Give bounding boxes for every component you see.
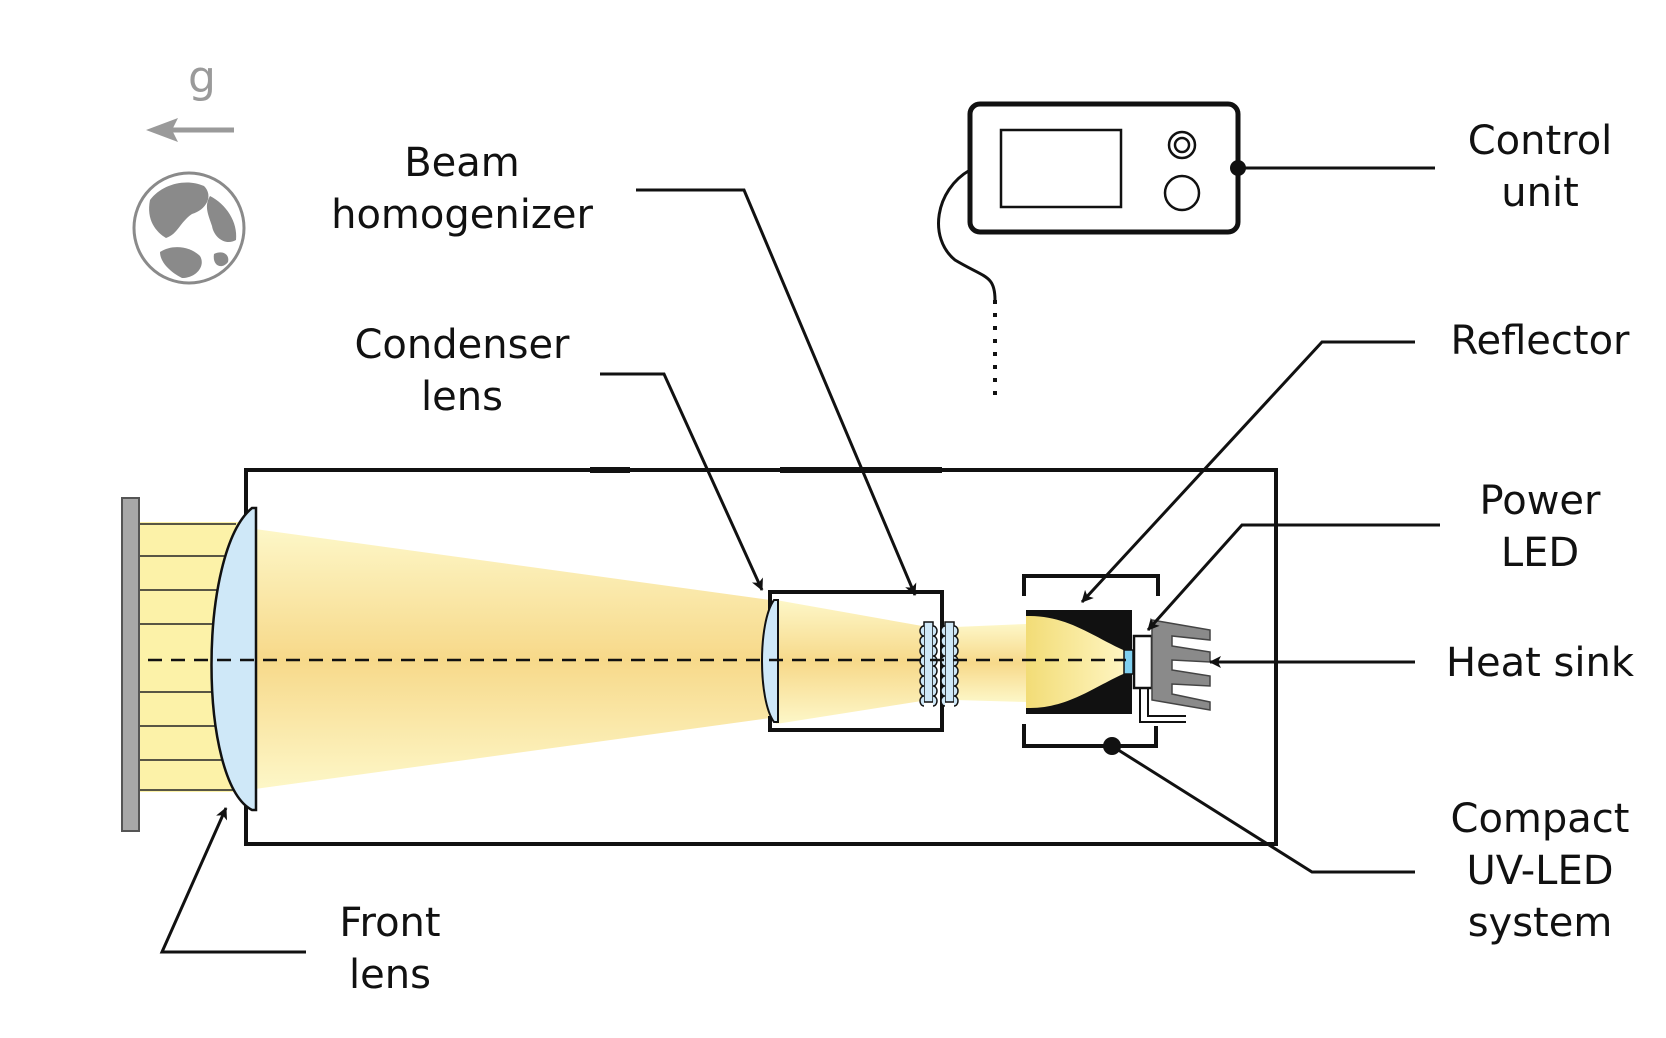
label-condenser-line1: Condenser <box>355 322 571 368</box>
label-reflector: Reflector <box>1450 318 1630 364</box>
beam-homogenizer-leader <box>636 188 917 596</box>
label-front-lens-line2: lens <box>349 952 431 998</box>
gravity-arrow-head <box>146 118 178 142</box>
label-heat-sink: Heat sink <box>1446 640 1635 686</box>
label-front-lens: Front lens <box>339 900 440 998</box>
condenser-lens-leader <box>600 372 764 591</box>
label-beam-line1: Beam <box>404 140 520 186</box>
label-compact-uv-led-system: Compact UV-LED system <box>1451 796 1630 946</box>
reflector-leader <box>1080 340 1415 604</box>
label-led-line2: LED <box>1501 530 1579 576</box>
reflector-cavity <box>1026 616 1128 708</box>
uv-led-system-leader <box>1111 744 1415 874</box>
homogenized-beam <box>955 624 1026 702</box>
led-wire-2 <box>1147 688 1186 717</box>
earth-globe-icon <box>132 171 246 285</box>
label-power-line1: Power <box>1480 478 1601 524</box>
label-uv-led-line2: UV-LED <box>1466 848 1613 894</box>
led-wire-1 <box>1139 688 1186 723</box>
label-power-led: Power LED <box>1480 478 1601 576</box>
gravity-symbol-label: g <box>188 52 216 103</box>
label-system-line3: system <box>1468 900 1613 946</box>
uv-led-housing-bottom <box>1022 724 1158 748</box>
label-homogenizer-line2: homogenizer <box>331 192 593 238</box>
gravity-indicator: g <box>132 52 246 285</box>
uv-led-housing-top <box>1022 574 1160 596</box>
heat-sink <box>1151 619 1211 711</box>
power-led-board <box>1132 634 1154 690</box>
label-control-unit: Control unit <box>1468 118 1613 216</box>
power-led-chip <box>1123 649 1134 675</box>
label-unit-line2: unit <box>1501 170 1579 216</box>
front-lens-leader <box>159 807 306 954</box>
condenser-beam <box>776 600 928 724</box>
control-unit-button <box>1163 174 1201 212</box>
label-compact-line1: Compact <box>1451 796 1630 842</box>
label-front-line1: Front <box>339 900 440 946</box>
power-led-leader <box>1146 523 1440 632</box>
label-reflector-line1: Reflector <box>1450 318 1630 364</box>
front-lens <box>210 506 258 812</box>
control-unit <box>937 101 1241 398</box>
control-unit-leader-dot <box>1230 160 1246 176</box>
label-heat-sink-line1: Heat sink <box>1446 640 1635 686</box>
label-condenser-lens: Condenser lens <box>355 322 571 420</box>
control-unit-knob-inner <box>1173 136 1191 154</box>
control-unit-display <box>999 128 1123 209</box>
control-unit-cable <box>937 168 997 301</box>
label-beam-homogenizer: Beam homogenizer <box>331 140 593 238</box>
control-unit-knob-outer <box>1167 130 1197 160</box>
label-condenser-lens-line2: lens <box>421 374 503 420</box>
expanding-beam-cone <box>248 528 770 790</box>
label-control-line1: Control <box>1468 118 1613 164</box>
target-plate <box>121 497 140 832</box>
beam-homogenizer <box>919 621 959 707</box>
uv-led-system-leader-dot <box>1103 737 1121 755</box>
